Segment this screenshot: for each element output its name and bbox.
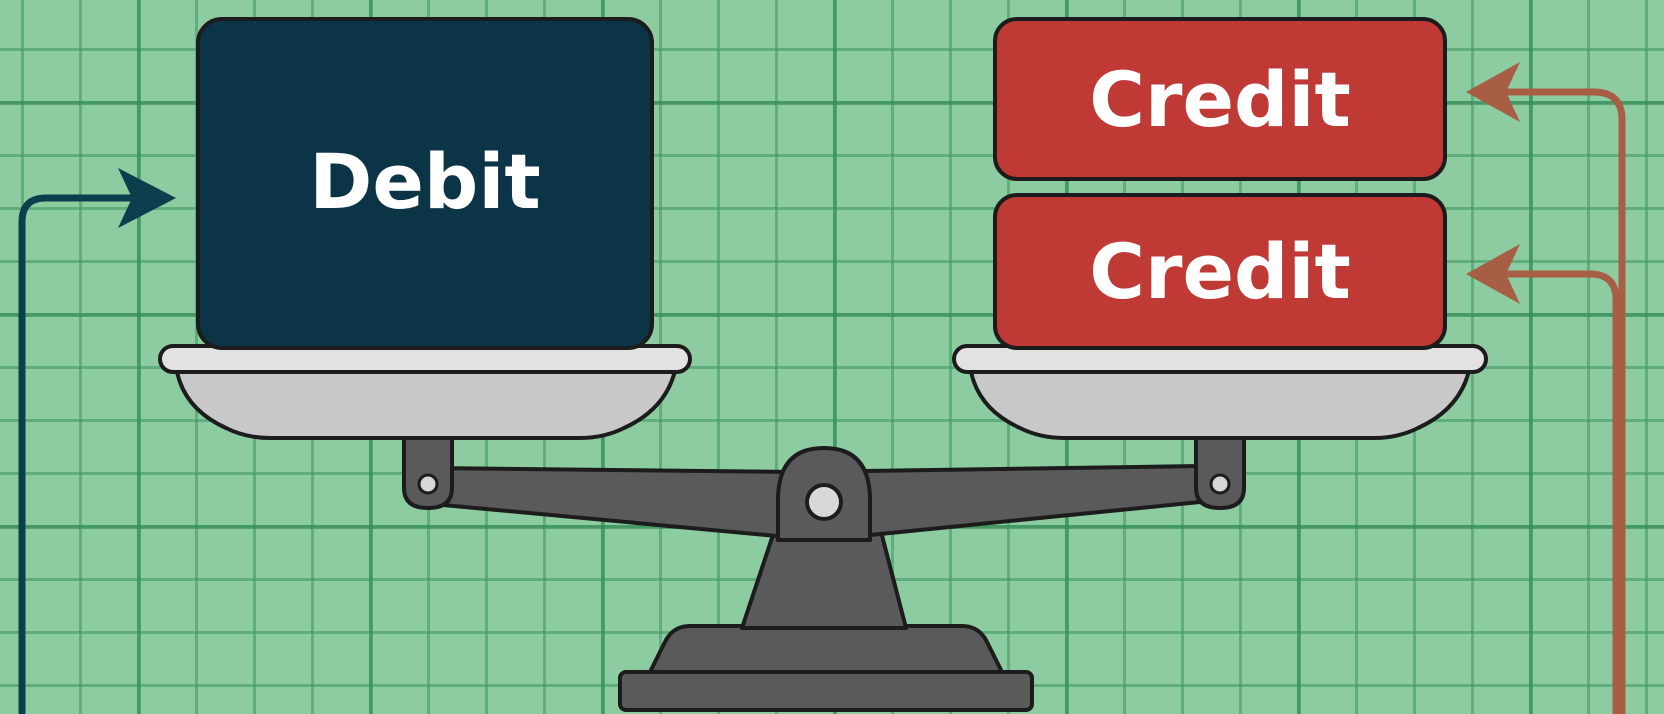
right-pan [952,344,1488,440]
credit-label-bottom: Credit [1089,227,1351,316]
credit-block-top: Credit [993,17,1447,181]
left-pan-hanger [402,430,454,510]
scale-base [618,624,1034,712]
left-pan [158,344,692,440]
debit-label: Debit [309,137,541,226]
credit-label-top: Credit [1089,54,1351,144]
credit-block-bottom: Credit [993,193,1447,350]
credit-arrow-top-icon [1466,62,1626,714]
right-pan-hanger [1194,430,1246,510]
debit-arrow-icon [18,168,176,714]
scale-fulcrum [776,446,872,542]
debit-block: Debit [196,17,654,350]
credit-arrow-bottom-icon [1466,244,1620,714]
